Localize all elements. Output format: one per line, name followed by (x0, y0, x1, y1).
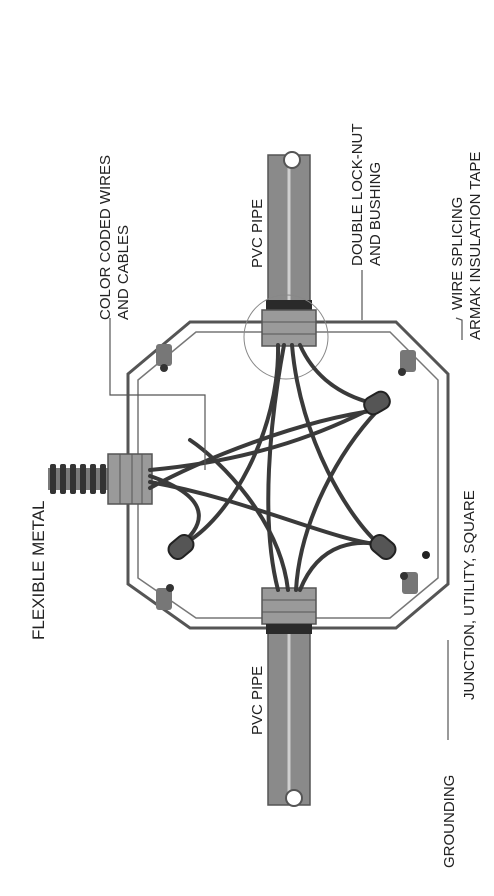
label-flexible-metal: FLEXIBLE METAL (29, 500, 48, 640)
wire-splice-caps (167, 390, 397, 560)
color-coded-wires (148, 343, 384, 592)
junction-box-outer (126, 320, 450, 630)
mounting-tab-bottom-right (400, 572, 418, 594)
label-grounding: GROUNDING (441, 775, 458, 868)
label-junction: JUNCTION, UTILITY, SQUARE (461, 490, 478, 700)
pvc-pipe-bottom (261, 587, 317, 807)
mounting-tab-top-left (156, 344, 172, 372)
flexible-metal-conduit (48, 453, 153, 505)
locknut-highlight-circle (243, 294, 329, 380)
mounting-tab-bottom-left (156, 584, 174, 610)
label-double-locknut-2: AND BUSHING (367, 162, 384, 266)
label-wire-splicing-2: ARMAK INSULATION TAPE (467, 152, 484, 340)
label-color-coded-2: AND CABLES (115, 225, 132, 320)
label-double-locknut-1: DOUBLE LOCK-NUT (349, 123, 366, 266)
label-color-coded-1: COLOR CODED WIRES (97, 155, 114, 320)
label-pvc-pipe-bottom: PVC PIPE (249, 666, 266, 735)
pvc-pipe-top (261, 151, 317, 347)
label-wire-splicing-1: WIRE SPLICING (449, 197, 466, 310)
mounting-tab-top-right (398, 350, 416, 376)
grounding-screw (422, 551, 430, 559)
leader-lines (109, 270, 463, 740)
junction-box-inner (137, 331, 439, 619)
label-pvc-pipe-top: PVC PIPE (249, 199, 266, 268)
